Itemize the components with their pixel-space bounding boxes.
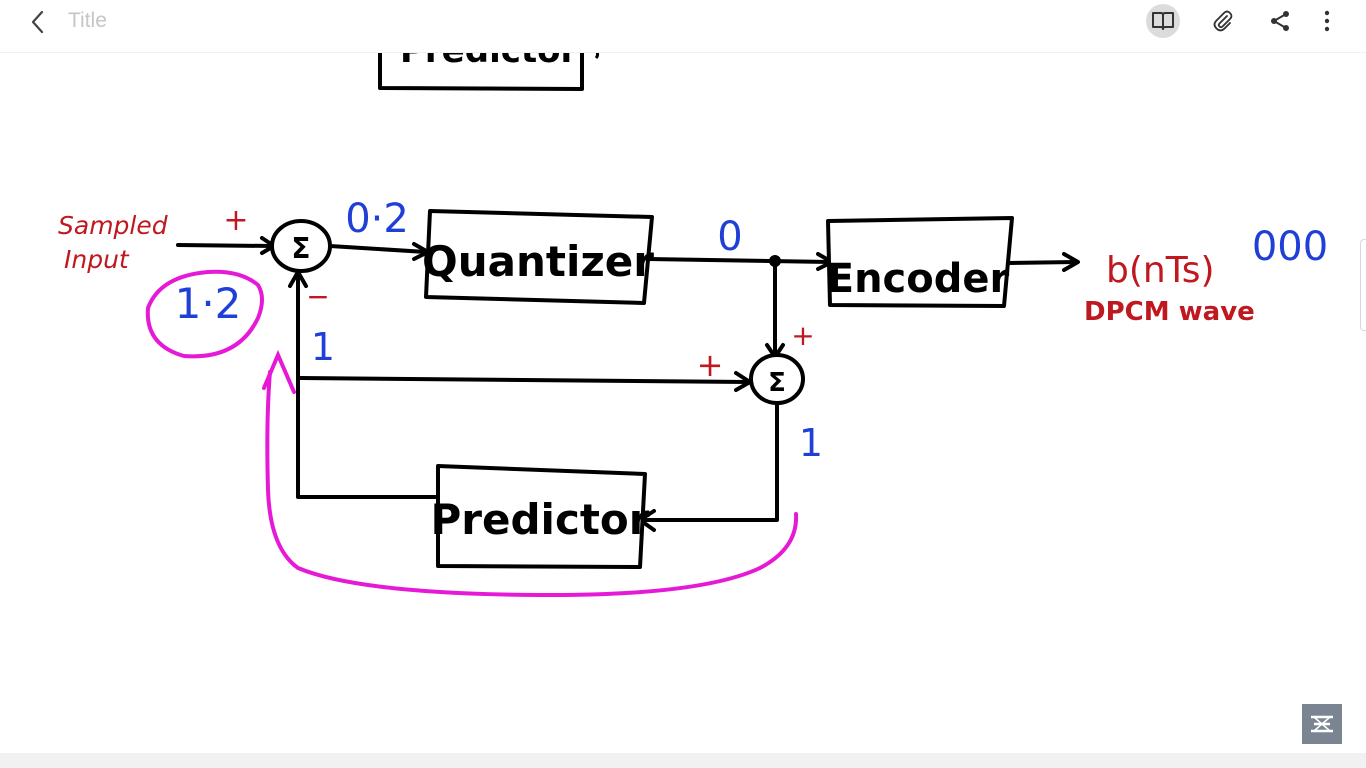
- output-signal-label: b(nTs): [1106, 250, 1215, 291]
- output-description: DPCM wave: [1084, 297, 1255, 327]
- feedback-loop-arrow: [265, 370, 799, 598]
- more-options-button[interactable]: [1310, 4, 1344, 38]
- input-value: 1·2: [175, 279, 242, 328]
- sampled-label: Sampled: [58, 211, 168, 240]
- partial-predictor-block: Predictor: [378, 53, 600, 91]
- encoder-block: Encoder: [826, 216, 1014, 308]
- predictor-label: Predictor: [431, 495, 650, 544]
- partial-block-label: Predictor: [400, 53, 578, 71]
- bottom-bar: [0, 753, 1366, 768]
- feedback-value: 1: [311, 325, 335, 369]
- channel-logo-icon: [1311, 715, 1333, 733]
- plus-sign: +: [223, 203, 248, 238]
- summer-symbol: Σ: [768, 368, 786, 398]
- title-input[interactable]: [68, 8, 368, 34]
- paperclip-icon: [1213, 10, 1233, 32]
- signal-paths: [176, 236, 1080, 532]
- quantizer-label: Quantizer: [422, 237, 654, 286]
- red-annotations: Sampled Input + − + + b(nTs) DPCM wave: [58, 203, 1255, 384]
- minus-sign: −: [306, 280, 329, 313]
- share-icon: [1271, 11, 1289, 31]
- quantizer-block: Quantizer: [422, 209, 654, 305]
- feedback-arrowhead: [262, 349, 296, 394]
- output-summer: Σ: [749, 353, 805, 405]
- input-line: [176, 243, 274, 248]
- chevron-left-icon: [31, 10, 44, 34]
- book-open-icon: [1152, 12, 1174, 30]
- note-canvas[interactable]: Predictor: [0, 53, 1366, 753]
- input-label: Input: [64, 245, 130, 274]
- plus-sign: +: [697, 346, 724, 384]
- encoder-label: Encoder: [827, 256, 1010, 302]
- input-summer: Σ: [270, 219, 332, 273]
- blue-annotations: 1·2 0·2 0 000 1 1: [175, 196, 1329, 465]
- reading-mode-button[interactable]: [1146, 4, 1180, 38]
- back-button[interactable]: [22, 6, 54, 38]
- top-app-bar: [0, 0, 1366, 53]
- plus-sign: +: [791, 319, 814, 352]
- side-scroll-handle[interactable]: [1360, 239, 1366, 331]
- error-value: 0·2: [345, 196, 409, 242]
- junction-dot: [769, 255, 781, 267]
- magenta-annotations: [145, 269, 799, 598]
- more-vertical-icon: [1324, 10, 1330, 32]
- reconstructed-value: 1: [799, 421, 823, 465]
- share-button[interactable]: [1263, 4, 1297, 38]
- summer-symbol: Σ: [291, 232, 310, 265]
- attach-button[interactable]: [1206, 4, 1240, 38]
- channel-logo: [1302, 704, 1342, 744]
- dpcm-diagram: Predictor: [58, 53, 1329, 598]
- encoded-value: 000: [1252, 224, 1328, 270]
- predictor-block: Predictor: [431, 464, 650, 569]
- quantized-value: 0: [717, 214, 742, 260]
- input-value-circle: [145, 269, 264, 359]
